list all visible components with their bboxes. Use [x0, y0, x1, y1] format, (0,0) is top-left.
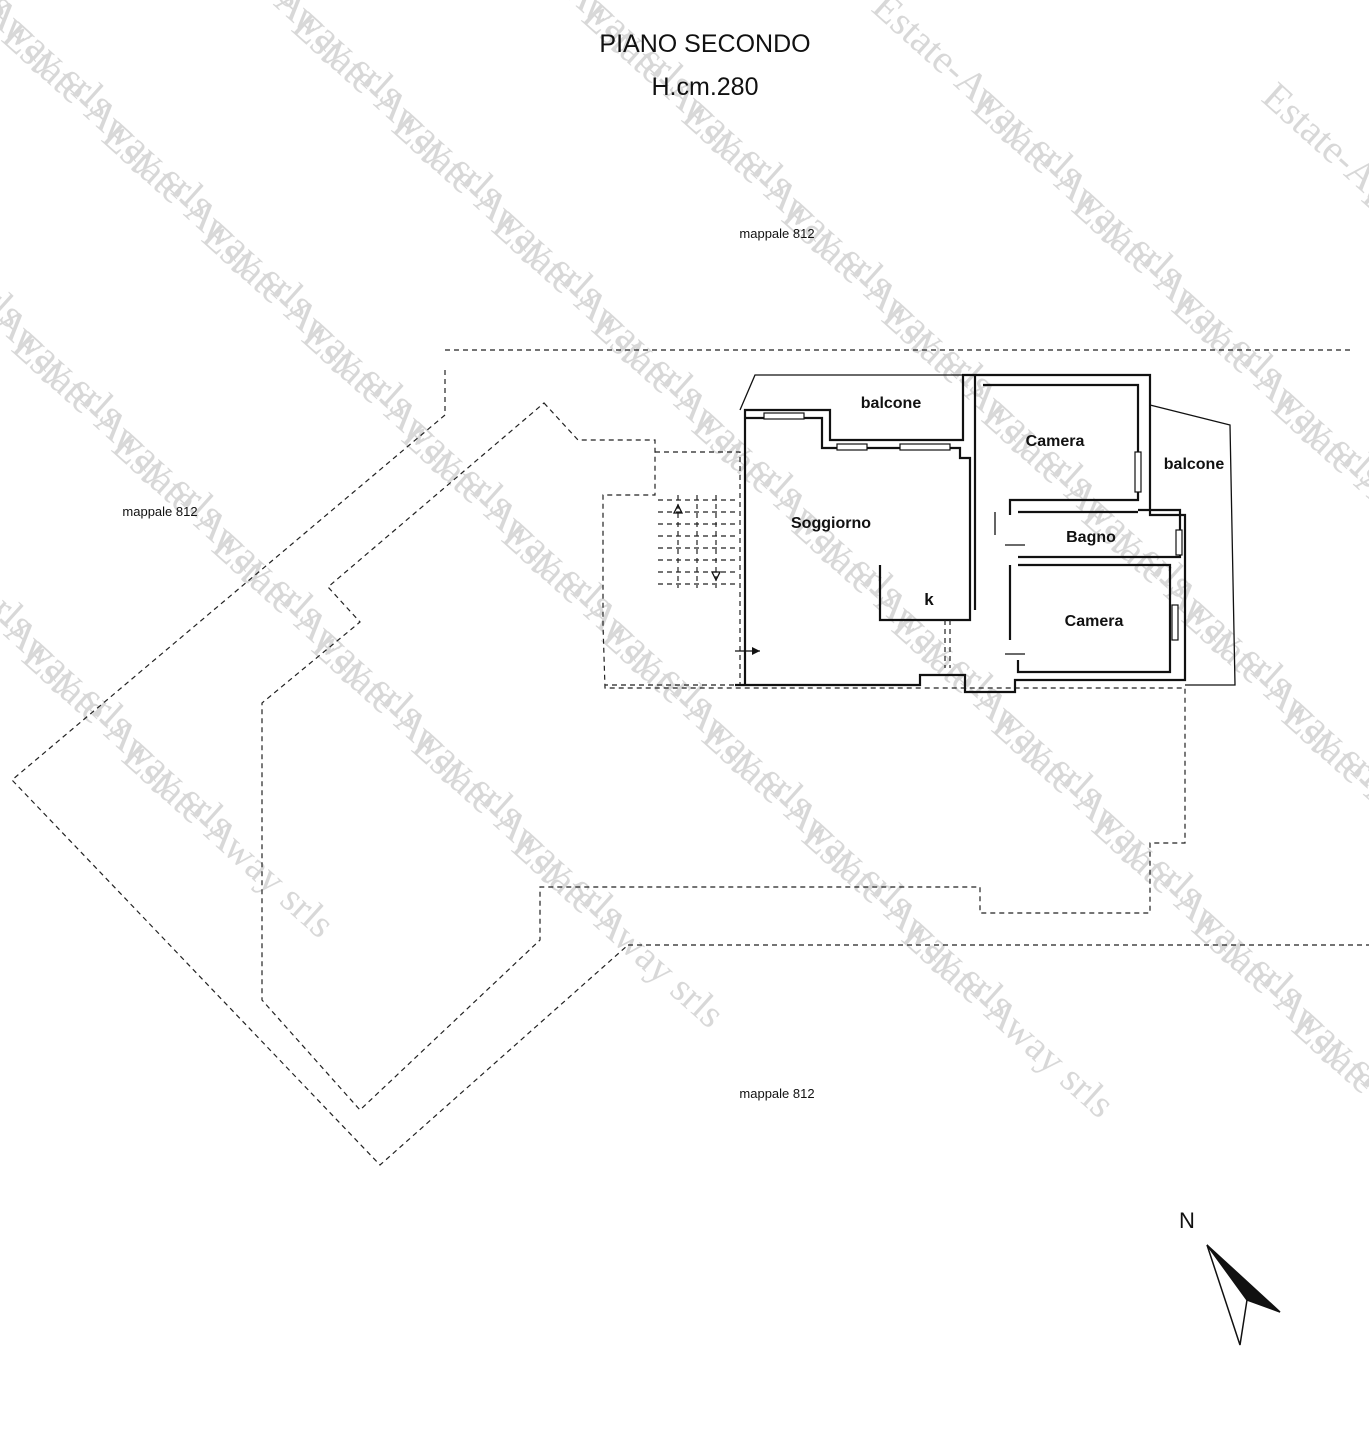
plan-title: PIANO SECONDO: [599, 30, 810, 58]
room-label-balcone-top: balcone: [861, 395, 922, 412]
room-label-balcone-right: balcone: [1164, 456, 1225, 473]
watermark-text: Estate-Away srls: [114, 733, 344, 946]
watermark-text: Estate-Away srls: [504, 823, 734, 1036]
watermark-text: Estate-Away srls: [1254, 73, 1369, 286]
neighbor-label-bottom: mappale 812: [739, 1086, 814, 1101]
room-label-camera-bottom: Camera: [1065, 613, 1124, 630]
north-label: N: [1179, 1208, 1195, 1233]
stair-landing-outline: [605, 451, 741, 686]
terrace-outline: [261, 402, 1186, 1111]
neighbor-label-top: mappale 812: [739, 226, 814, 241]
room-label-kitchen: k: [924, 590, 934, 609]
neighbor-label-left: mappale 812: [122, 504, 197, 519]
room-label-bagno: Bagno: [1066, 529, 1116, 546]
windows: [763, 412, 1183, 641]
room-label-soggiorno: Soggiorno: [791, 515, 871, 532]
watermark-text: Estate-Away srls: [1264, 383, 1369, 596]
watermark-text: Estate-Away srls: [1354, 173, 1369, 386]
watermark-text: Estate-Away srls: [1274, 693, 1369, 906]
staircase: [658, 495, 735, 588]
north-arrow-icon: [1206, 1244, 1281, 1346]
watermark-text: Estate-Away srls: [1364, 483, 1369, 696]
lot-outline: [11, 370, 629, 1166]
plan-height: H.cm.280: [652, 73, 759, 101]
room-label-camera-top: Camera: [1026, 433, 1085, 450]
